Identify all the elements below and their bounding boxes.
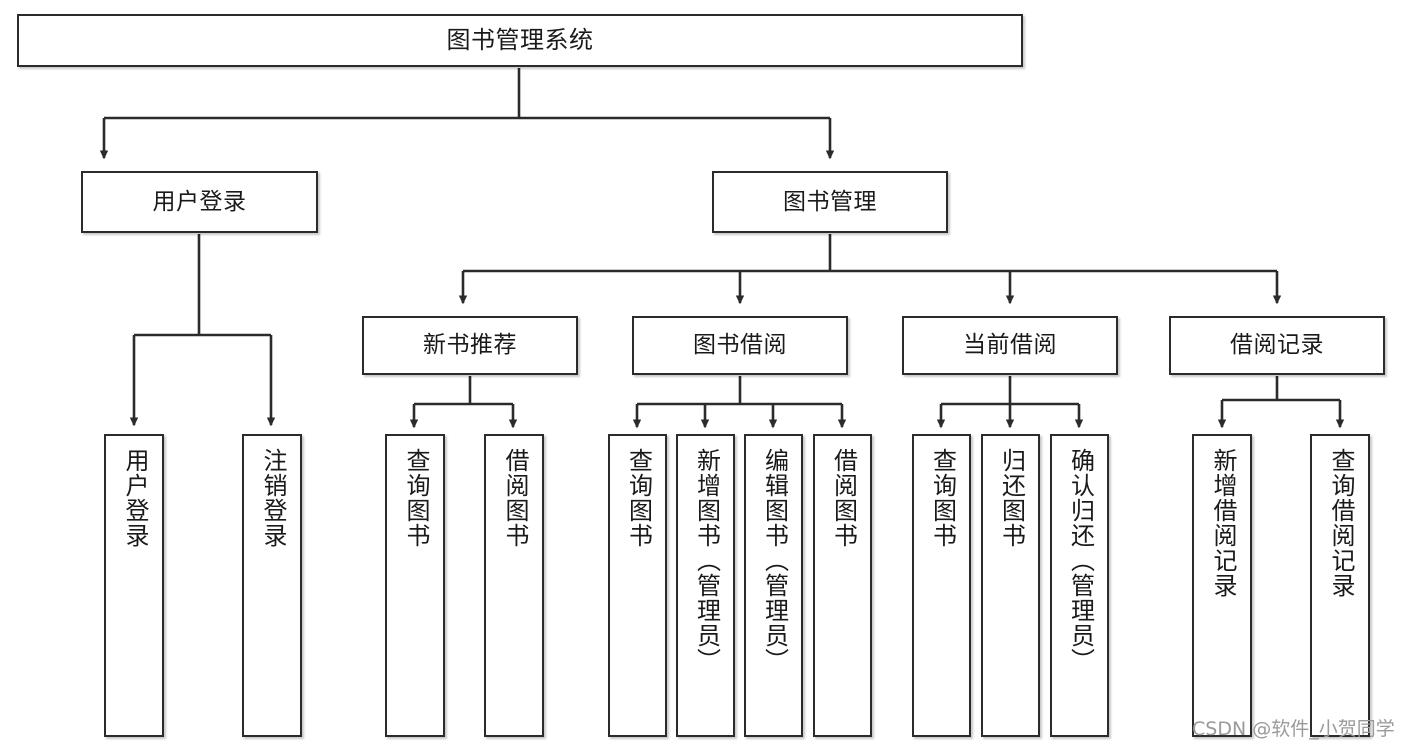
node-leaf-br-query-record-label: 查询借阅记录 bbox=[1326, 448, 1355, 598]
edge-userlogin-to-leaves bbox=[129, 234, 276, 427]
node-leaf-bb-edit-book-label: 编辑图书（管理员） bbox=[760, 448, 789, 673]
edge-currentborrow-to-leaves bbox=[936, 376, 1084, 429]
node-current-borrow-label: 当前借阅 bbox=[963, 332, 1057, 359]
node-leaf-br-query-record[interactable]: 查询借阅记录 bbox=[1310, 434, 1370, 737]
node-new-book-recommend-label: 新书推荐 bbox=[423, 332, 517, 359]
node-leaf-br-add-record-label: 新增借阅记录 bbox=[1208, 448, 1237, 598]
node-borrow-record-label: 借阅记录 bbox=[1230, 332, 1324, 359]
node-leaf-cb-return-book[interactable]: 归还图书 bbox=[981, 434, 1040, 737]
node-leaf-user-login-label: 用户登录 bbox=[120, 448, 149, 548]
edge-bookmanage-to-groups bbox=[458, 234, 1282, 305]
node-leaf-user-login[interactable]: 用户登录 bbox=[104, 434, 164, 737]
node-leaf-rec-query-book-label: 查询图书 bbox=[401, 448, 430, 548]
node-leaf-cb-query-book-label: 查询图书 bbox=[928, 448, 957, 548]
edge-bookborrow-to-leaves bbox=[632, 376, 847, 429]
node-leaf-logout[interactable]: 注销登录 bbox=[242, 434, 302, 737]
node-leaf-cb-return-book-label: 归还图书 bbox=[997, 448, 1026, 548]
edge-borrowrecord-to-leaves bbox=[1217, 376, 1345, 429]
node-current-borrow[interactable]: 当前借阅 bbox=[902, 316, 1118, 375]
node-user-login[interactable]: 用户登录 bbox=[81, 171, 318, 233]
edge-newbookrec-to-leaves bbox=[409, 376, 518, 429]
node-leaf-cb-query-book[interactable]: 查询图书 bbox=[912, 434, 971, 737]
node-leaf-logout-label: 注销登录 bbox=[258, 448, 287, 548]
edge-root-to-level1 bbox=[99, 68, 835, 160]
node-leaf-bb-query-book[interactable]: 查询图书 bbox=[608, 434, 667, 737]
node-leaf-bb-edit-book[interactable]: 编辑图书（管理员） bbox=[744, 434, 803, 737]
node-leaf-rec-borrow-book[interactable]: 借阅图书 bbox=[484, 434, 544, 737]
node-leaf-bb-add-book-label: 新增图书（管理员） bbox=[692, 448, 721, 673]
node-leaf-cb-confirm-return-label: 确认归还（管理员） bbox=[1066, 448, 1095, 673]
node-root-label: 图书管理系统 bbox=[446, 25, 594, 54]
node-book-borrow-label: 图书借阅 bbox=[693, 332, 787, 359]
node-leaf-rec-borrow-book-label: 借阅图书 bbox=[500, 448, 529, 548]
node-book-manage-label: 图书管理 bbox=[783, 188, 877, 215]
node-leaf-bb-borrow-book-label: 借阅图书 bbox=[829, 448, 858, 548]
node-leaf-bb-borrow-book[interactable]: 借阅图书 bbox=[813, 434, 872, 737]
node-new-book-recommend[interactable]: 新书推荐 bbox=[362, 316, 578, 375]
node-book-borrow[interactable]: 图书借阅 bbox=[632, 316, 848, 375]
csdn-watermark: CSDN @软件_小贺同学 bbox=[1192, 718, 1395, 740]
node-root[interactable]: 图书管理系统 bbox=[17, 14, 1023, 67]
node-leaf-bb-add-book[interactable]: 新增图书（管理员） bbox=[676, 434, 735, 737]
node-book-manage[interactable]: 图书管理 bbox=[712, 171, 948, 233]
node-borrow-record[interactable]: 借阅记录 bbox=[1169, 316, 1385, 375]
node-leaf-bb-query-book-label: 查询图书 bbox=[624, 448, 653, 548]
node-user-login-label: 用户登录 bbox=[152, 188, 247, 215]
node-leaf-cb-confirm-return[interactable]: 确认归还（管理员） bbox=[1050, 434, 1109, 737]
node-leaf-br-add-record[interactable]: 新增借阅记录 bbox=[1192, 434, 1252, 737]
node-leaf-rec-query-book[interactable]: 查询图书 bbox=[385, 434, 445, 737]
